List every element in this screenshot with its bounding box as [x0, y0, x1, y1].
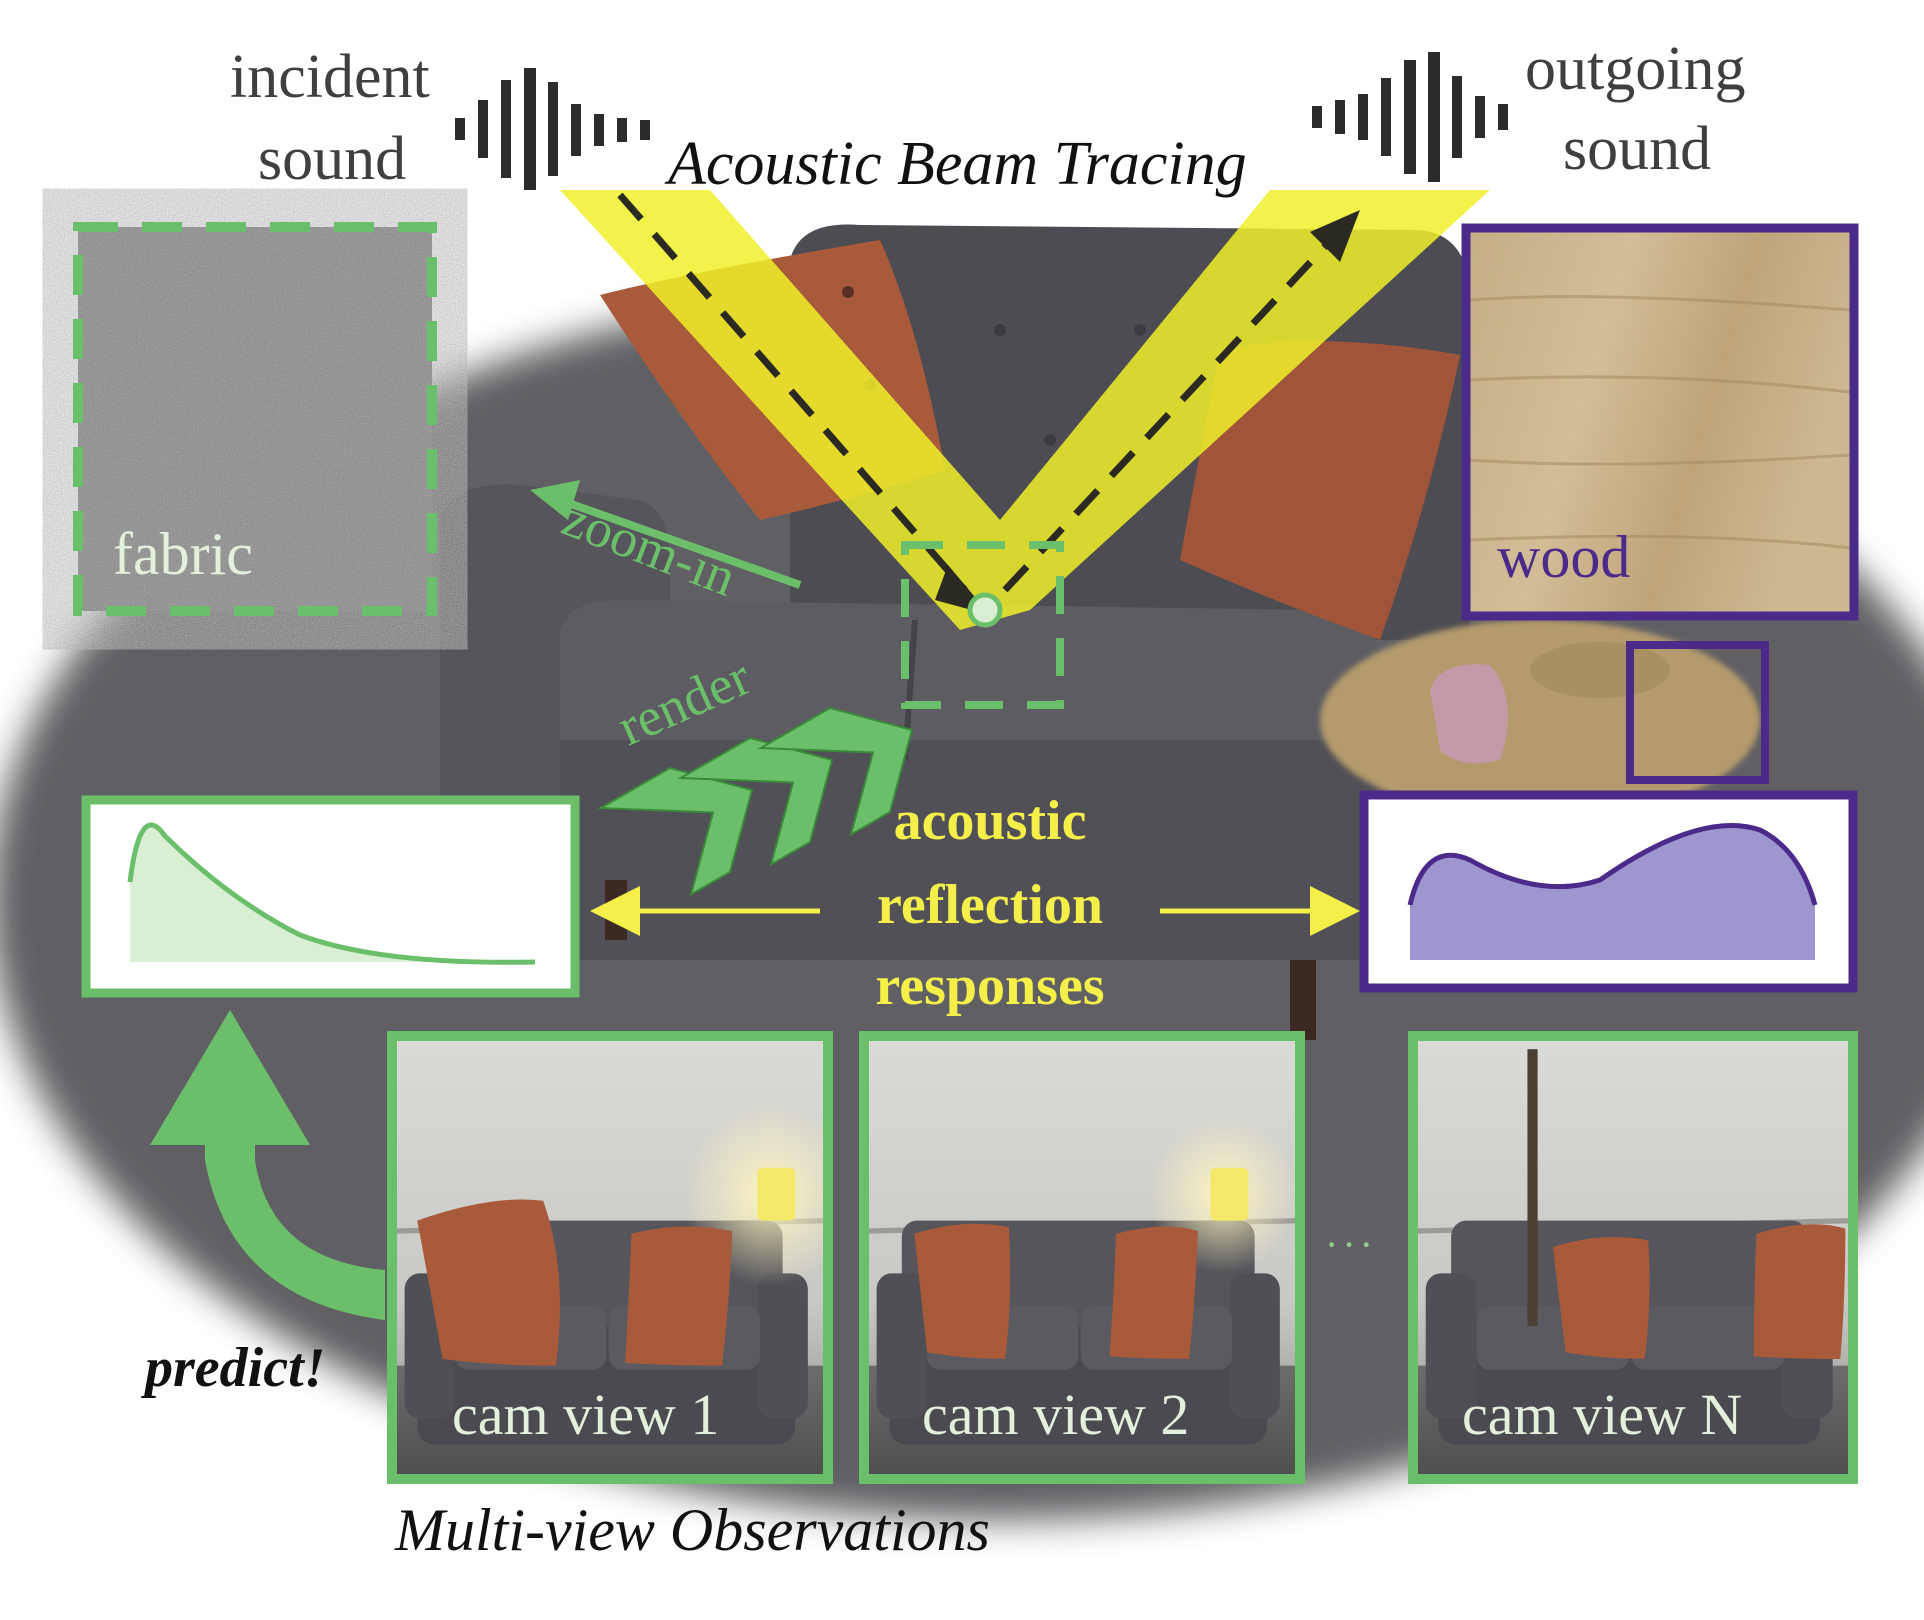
fabric-patch	[73, 222, 437, 616]
zoom-in-arrow-icon	[530, 480, 802, 589]
cam-view-n-label: cam view N	[1462, 1382, 1743, 1447]
outgoing-sound-label-line1: outgoing	[1525, 35, 1746, 103]
responses-label-line3: responses	[875, 955, 1105, 1017]
beam-tracing-title: Acoustic Beam Tracing	[668, 130, 1247, 198]
cam-view-2-label: cam view 2	[922, 1382, 1190, 1447]
outgoing-waveform-icon	[1312, 52, 1508, 182]
incident-waveform-icon	[455, 68, 650, 190]
predict-arrow-icon	[150, 1010, 385, 1320]
wood-region-box	[1626, 641, 1769, 784]
responses-label-line2: reflection	[877, 874, 1103, 936]
incident-sound-label-line1: incident	[230, 43, 430, 111]
predict-label: predict!	[145, 1337, 326, 1399]
cam-view-1-label: cam view 1	[452, 1382, 720, 1447]
wood-response-plot	[1359, 790, 1858, 993]
ellipsis-label: ···	[1325, 1222, 1377, 1267]
fabric-label: fabric	[113, 521, 253, 587]
acoustic-beam	[560, 190, 1490, 630]
incident-sound-label-line2: sound	[258, 125, 407, 193]
fabric-response-plot	[81, 795, 580, 998]
outgoing-sound-label-line2: sound	[1563, 115, 1712, 183]
cam-view-1	[387, 1031, 833, 1484]
multi-view-caption: Multi-view Observations	[395, 1497, 990, 1563]
wood-label: wood	[1497, 524, 1631, 590]
zoom-region-box	[901, 541, 1064, 709]
cam-view-n	[1408, 1031, 1858, 1484]
responses-label-line1: acoustic	[893, 790, 1087, 852]
render-chevron-right-icon	[597, 706, 914, 897]
cam-view-2	[859, 1031, 1305, 1484]
wood-patch	[1461, 223, 1859, 621]
